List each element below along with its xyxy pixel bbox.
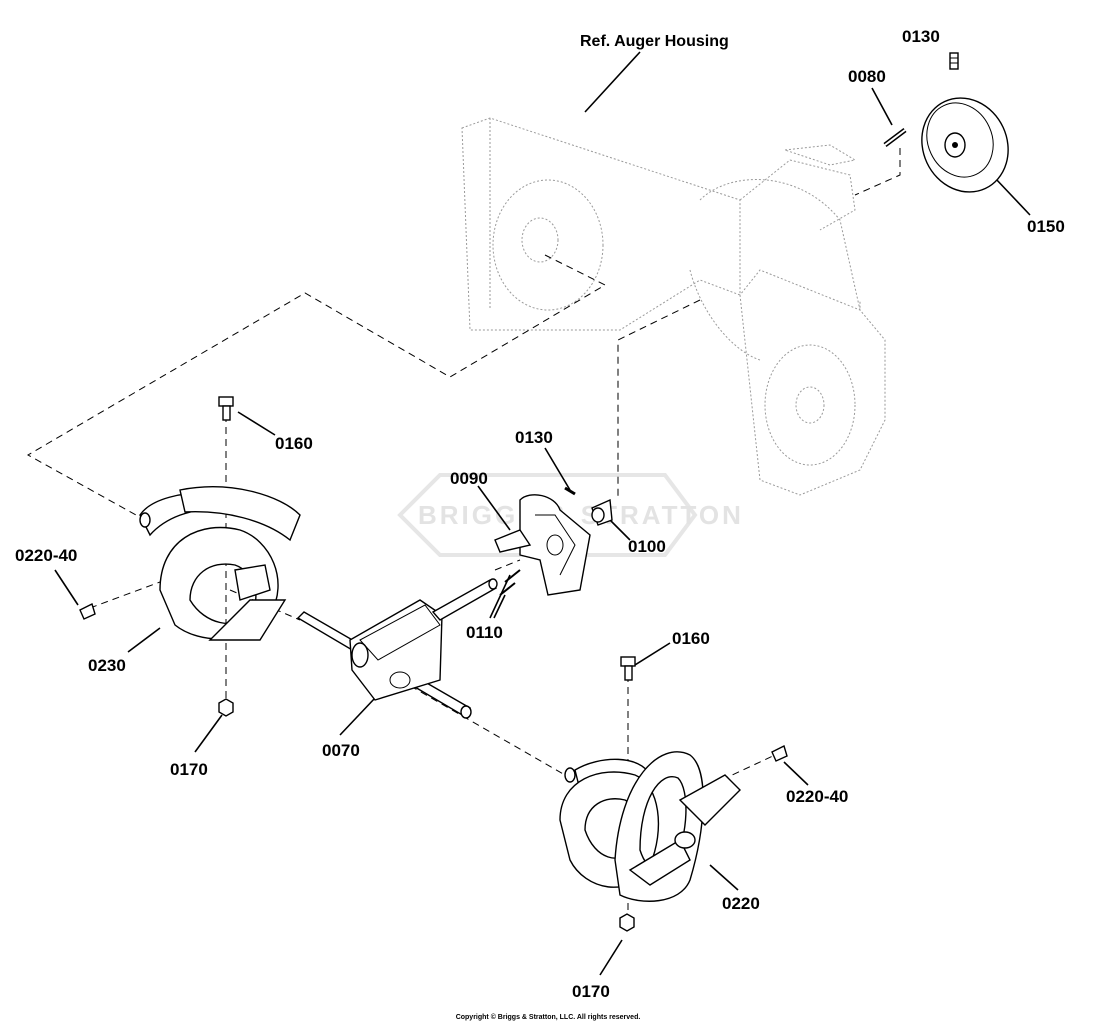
callout-0070: 0070 bbox=[322, 741, 360, 760]
callout-0160-left: 0160 bbox=[275, 434, 313, 453]
callout-0170-bottom: 0170 bbox=[572, 982, 610, 1001]
callout-0100: 0100 bbox=[628, 537, 666, 556]
bracket-0100 bbox=[591, 498, 613, 526]
callout-0130-mid: 0130 bbox=[515, 428, 553, 447]
auger-0220-right bbox=[559, 751, 741, 902]
nut-0170-bottom bbox=[619, 913, 635, 932]
leader-lines bbox=[54, 51, 1031, 976]
auger-housing-reference bbox=[461, 117, 886, 496]
callout-0160-right: 0160 bbox=[672, 629, 710, 648]
callout-0090: 0090 bbox=[450, 469, 488, 488]
callout-0130-top: 0130 bbox=[902, 27, 940, 46]
bearing-housing-0090 bbox=[494, 494, 591, 596]
grease-fitting-0220-40-left bbox=[79, 603, 96, 620]
auger-0230-left bbox=[139, 486, 301, 641]
callout-0150: 0150 bbox=[1027, 217, 1065, 236]
set-screw-0130-mid bbox=[564, 486, 576, 496]
pulley-0150 bbox=[921, 97, 1009, 193]
bolt-0160-left bbox=[218, 396, 234, 421]
copyright-notice: Copyright © Briggs & Stratton, LLC. All … bbox=[456, 1013, 641, 1021]
callout-labels: Ref. Auger Housing 0130 0080 0150 0160 0… bbox=[15, 27, 1065, 1001]
watermark-text: BRIGGS & STRATTON bbox=[418, 500, 744, 530]
grease-fitting-0220-40-right bbox=[771, 745, 788, 762]
callout-0170-left: 0170 bbox=[170, 760, 208, 779]
gearbox-0070 bbox=[296, 578, 498, 719]
bolt-0160-right bbox=[620, 656, 636, 681]
callout-0110: 0110 bbox=[466, 623, 503, 642]
pin-0080 bbox=[883, 128, 907, 147]
header-reference-label: Ref. Auger Housing bbox=[580, 33, 729, 50]
set-screw-0130-top bbox=[949, 52, 959, 70]
alignment-lines bbox=[26, 148, 901, 920]
callout-0220-40-left: 0220-40 bbox=[15, 546, 77, 565]
callout-0080: 0080 bbox=[848, 67, 886, 86]
bolts-0110 bbox=[499, 569, 521, 596]
nut-0170-left bbox=[218, 698, 234, 717]
watermark-logo: BRIGGS & STRATTON bbox=[397, 473, 744, 557]
callout-0220-40-right: 0220-40 bbox=[786, 787, 848, 806]
callout-0220: 0220 bbox=[722, 894, 760, 913]
callout-0230: 0230 bbox=[88, 656, 126, 675]
